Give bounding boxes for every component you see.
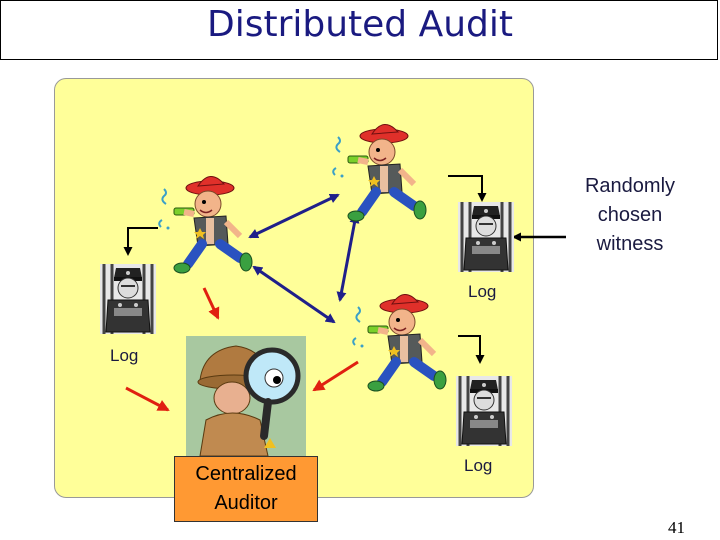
log-label-bottom: Log xyxy=(464,456,493,475)
connector-left xyxy=(123,227,158,256)
title-bar xyxy=(0,0,718,60)
police-bottom-icon xyxy=(454,374,514,448)
red-arrow-left-cowboy xyxy=(202,287,220,320)
slide-title: Distributed Audit xyxy=(206,4,514,45)
detective-icon xyxy=(186,336,306,457)
witness-callout: Randomly chosen witness xyxy=(560,172,700,259)
arrow-left-to-center xyxy=(252,265,336,324)
arrow-top-to-left xyxy=(248,193,340,239)
log-label-left: Log xyxy=(110,346,139,365)
auditor-line-1: Centralized xyxy=(195,463,297,485)
red-arrow-left-police xyxy=(125,386,170,412)
arrow-top-to-center xyxy=(336,213,360,302)
callout-line-3: witness xyxy=(596,233,664,255)
red-arrow-center-cowboy xyxy=(312,360,359,392)
callout-line-2: chosen xyxy=(597,204,663,226)
page-number: 41 xyxy=(668,518,685,537)
cowboy-center-icon xyxy=(353,294,446,391)
cowboy-left-icon xyxy=(159,176,252,273)
callout-line-1: Randomly xyxy=(584,175,676,197)
cowboy-top-icon xyxy=(333,124,426,221)
centralized-auditor-box: Centralized Auditor xyxy=(174,456,318,522)
police-left-icon xyxy=(98,262,158,336)
log-label-top: Log xyxy=(468,282,497,301)
police-top-icon xyxy=(456,200,516,274)
connector-top xyxy=(448,175,487,202)
connector-center xyxy=(458,335,485,364)
auditor-line-2: Auditor xyxy=(214,492,278,514)
